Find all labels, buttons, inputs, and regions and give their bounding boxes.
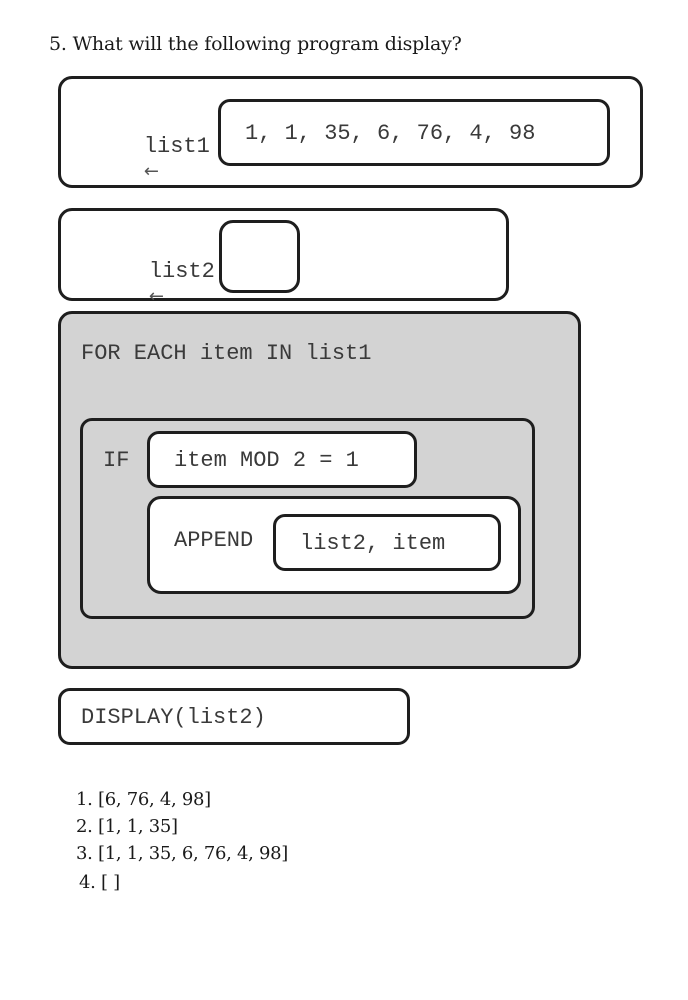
option-1[interactable]: 1. [6, 76, 4, 98] bbox=[76, 786, 288, 813]
list1-values: 1, 1, 35, 6, 76, 4, 98 bbox=[245, 121, 536, 146]
for-each-block: FOR EACH item IN list1 IF item MOD 2 = 1… bbox=[58, 311, 581, 669]
question-text: What will the following program display? bbox=[72, 33, 462, 55]
option-number: 3. bbox=[76, 843, 93, 864]
option-number: 2. bbox=[76, 816, 93, 837]
question-title: 5. What will the following program displ… bbox=[49, 33, 462, 55]
option-text: [6, 76, 4, 98] bbox=[98, 789, 211, 810]
assign-arrow-icon: ← bbox=[148, 286, 164, 307]
question-number: 5. bbox=[49, 33, 67, 55]
for-each-header: FOR EACH item IN list1 bbox=[81, 341, 372, 366]
option-number: 1. bbox=[76, 789, 93, 810]
option-text: [1, 1, 35] bbox=[98, 816, 178, 837]
append-keyword: APPEND bbox=[174, 528, 254, 553]
display-block: DISPLAY(list2) bbox=[58, 688, 410, 745]
option-2[interactable]: 2. [1, 1, 35] bbox=[76, 813, 288, 840]
option-text: [1, 1, 35, 6, 76, 4, 98] bbox=[98, 843, 289, 864]
list2-label: list2 ← bbox=[96, 234, 215, 334]
display-statement: DISPLAY(list2) bbox=[81, 705, 266, 730]
list2-variable: list2 bbox=[148, 259, 215, 284]
list2-empty-box bbox=[219, 220, 300, 293]
if-block: IF item MOD 2 = 1 APPEND list2, item bbox=[80, 418, 535, 619]
answer-options: 1. [6, 76, 4, 98] 2. [1, 1, 35] 3. [1, 1… bbox=[76, 786, 288, 896]
list1-label: list1 ← bbox=[91, 109, 210, 209]
append-block: APPEND list2, item bbox=[147, 496, 521, 594]
option-number: 4. bbox=[79, 872, 96, 893]
if-condition: item MOD 2 = 1 bbox=[174, 448, 359, 473]
list1-variable: list1 bbox=[143, 134, 210, 159]
assign-list2-block: list2 ← bbox=[58, 208, 509, 307]
option-3[interactable]: 3. [1, 1, 35, 6, 76, 4, 98] bbox=[76, 840, 288, 867]
option-4[interactable]: 4. [ ] bbox=[76, 869, 288, 896]
if-condition-box: item MOD 2 = 1 bbox=[147, 431, 417, 488]
append-args-box: list2, item bbox=[273, 514, 501, 571]
assign-list1-block: list1 ← 1, 1, 35, 6, 76, 4, 98 bbox=[58, 76, 643, 188]
assign-arrow-icon: ← bbox=[143, 161, 159, 182]
if-keyword: IF bbox=[103, 448, 130, 473]
option-text: [ ] bbox=[101, 872, 120, 893]
list1-value-box: 1, 1, 35, 6, 76, 4, 98 bbox=[218, 99, 610, 166]
append-args: list2, item bbox=[300, 531, 446, 556]
